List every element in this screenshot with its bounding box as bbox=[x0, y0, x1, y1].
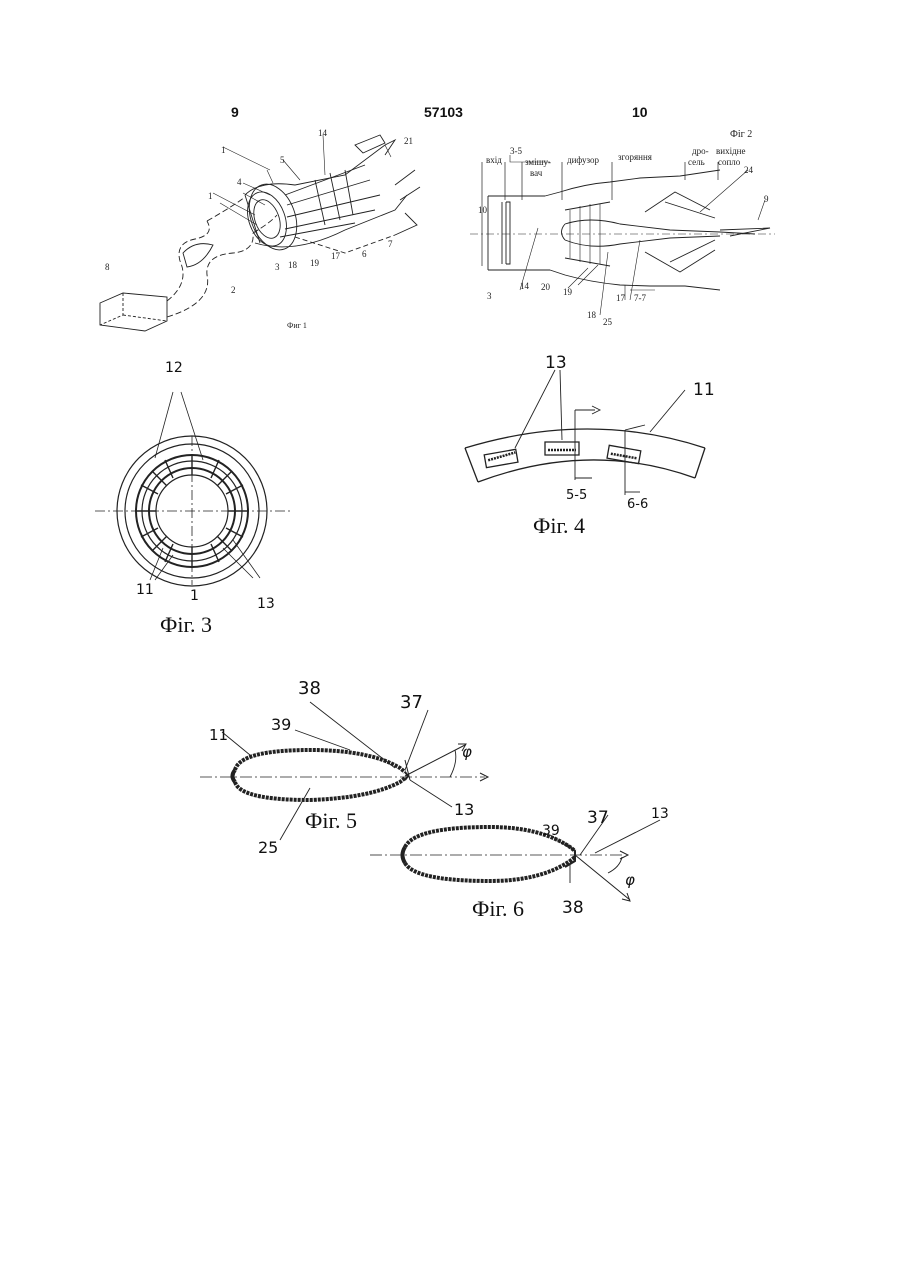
fig1-drawing bbox=[95, 125, 435, 340]
fig2-section-inlet: вхід bbox=[486, 156, 502, 165]
fig1-caption: Фиг 1 bbox=[287, 322, 307, 330]
fig1-label-4: 4 bbox=[237, 178, 242, 187]
fig5-angle-phi: φ bbox=[462, 743, 472, 761]
fig1-label-18: 18 bbox=[288, 261, 297, 270]
fig2-label-20: 20 bbox=[541, 283, 550, 292]
fig5-label-25: 25 bbox=[258, 838, 278, 857]
fig1-label-21: 21 bbox=[404, 137, 413, 146]
fig2-label-18: 18 bbox=[587, 311, 596, 320]
fig2-section-mixer-2: вач bbox=[530, 169, 542, 178]
fig1-label-1: 1 bbox=[221, 146, 226, 155]
fig2-label-10: 10 bbox=[478, 206, 487, 215]
fig1-label-3: 3 bbox=[275, 263, 280, 272]
fig4-drawing bbox=[460, 360, 730, 520]
fig6-label-38: 38 bbox=[562, 898, 584, 918]
fig1-label-5: 5 bbox=[280, 156, 285, 165]
fig5-caption: Фіг. 5 bbox=[305, 808, 357, 834]
fig3-label-12: 12 bbox=[165, 360, 183, 376]
fig2-label-25: 25 bbox=[603, 318, 612, 327]
fig1-label-7: 7 bbox=[388, 240, 393, 249]
fig2-section-3-5: 3-5 bbox=[510, 147, 522, 156]
fig2-drawing bbox=[470, 140, 780, 330]
fig5-label-38: 38 bbox=[298, 678, 321, 699]
fig6-caption: Фіг. 6 bbox=[472, 896, 524, 922]
fig2-label-19: 19 bbox=[563, 288, 572, 297]
page-number-left: 9 bbox=[231, 104, 239, 120]
fig2-section-mixer-1: змішу- bbox=[525, 158, 551, 167]
fig3-drawing bbox=[95, 420, 295, 610]
fig5-label-39: 39 bbox=[271, 715, 291, 734]
fig2-section-nozzle-2: сопло bbox=[718, 158, 740, 167]
fig6-label-13: 13 bbox=[651, 806, 669, 822]
fig2-section-diffuser: дифузор bbox=[567, 156, 599, 165]
fig2-section-throttle-2: сель bbox=[688, 158, 705, 167]
fig6-angle-phi: φ bbox=[625, 871, 635, 889]
fig4-label-11: 11 bbox=[693, 380, 715, 400]
fig6-label-39: 39 bbox=[542, 823, 560, 839]
fig4-label-13: 13 bbox=[545, 353, 567, 373]
fig2-label-3: 3 bbox=[487, 292, 492, 301]
fig4-caption: Фіг. 4 bbox=[533, 513, 585, 539]
fig4-label-6-6: 6-6 bbox=[627, 497, 648, 512]
fig6-label-37: 37 bbox=[587, 808, 609, 828]
fig2-section-throttle-1: дро- bbox=[692, 147, 709, 156]
fig2-section-nozzle-1: вихідне bbox=[716, 147, 745, 156]
fig2-label-17: 17 bbox=[616, 294, 625, 303]
fig2-section-combustion: згоряння bbox=[618, 153, 652, 162]
fig1-label-19: 19 bbox=[310, 259, 319, 268]
fig2-label-24: 24 bbox=[744, 166, 753, 175]
fig1-label-2: 2 bbox=[231, 286, 236, 295]
fig5-label-37: 37 bbox=[400, 692, 423, 713]
fig1-label-14: 14 bbox=[318, 129, 327, 138]
patent-number: 57103 bbox=[424, 104, 463, 120]
fig2-label-9: 9 bbox=[764, 195, 769, 204]
page-number-right: 10 bbox=[632, 104, 648, 120]
fig5-label-11: 11 bbox=[209, 726, 228, 744]
fig3-label-13: 13 bbox=[257, 596, 275, 612]
fig1-label-6: 6 bbox=[362, 250, 367, 259]
fig4-label-5-5: 5-5 bbox=[566, 488, 587, 503]
fig1-label-1b: 1 bbox=[208, 192, 213, 201]
fig2-label-7-7: 7-7 bbox=[634, 294, 646, 303]
fig1-label-17: 17 bbox=[331, 252, 340, 261]
fig1-label-8: 8 bbox=[105, 263, 110, 272]
fig3-caption: Фіг. 3 bbox=[160, 612, 212, 638]
fig3-label-1: 1 bbox=[190, 588, 199, 604]
fig3-label-11: 11 bbox=[136, 582, 154, 598]
fig2-label-14: 14 bbox=[520, 282, 529, 291]
fig2-caption: Фiг 2 bbox=[730, 130, 752, 140]
